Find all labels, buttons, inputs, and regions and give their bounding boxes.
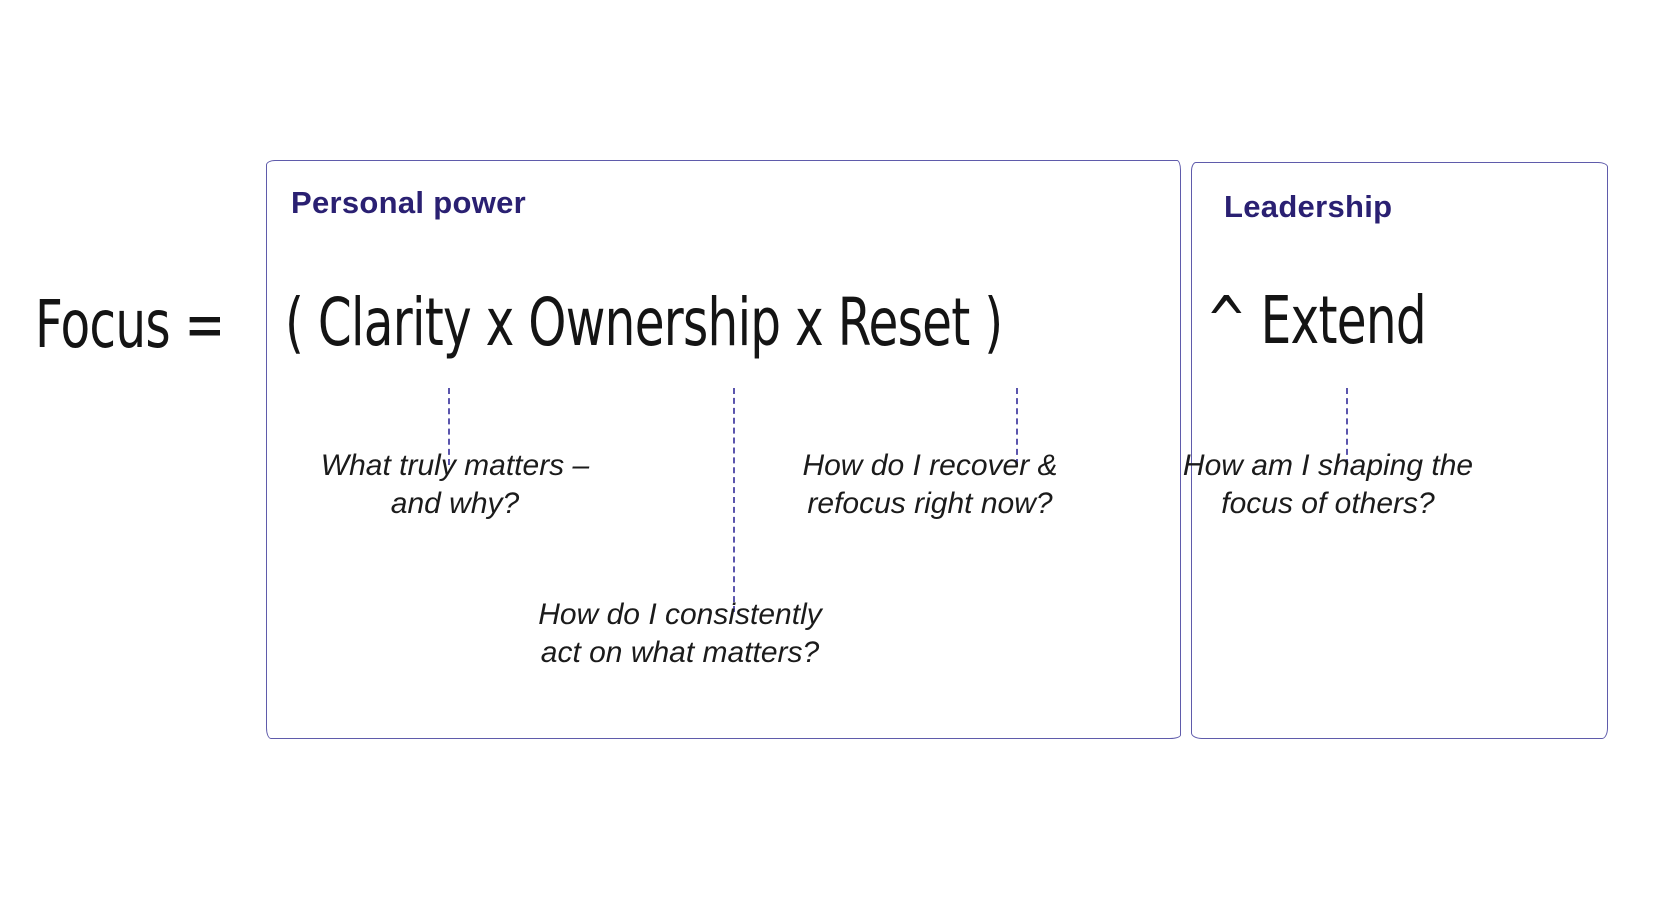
personal-power-box: Personal power bbox=[266, 160, 1181, 739]
clarity-question-line-2: and why? bbox=[390, 487, 520, 520]
formula-personal-power-terms: ( Clarity x Ownership x Reset ) bbox=[285, 284, 1003, 361]
extend-connector-line bbox=[1346, 388, 1348, 465]
clarity-connector-line bbox=[448, 388, 450, 465]
ownership-question-line-2: act on what matters? bbox=[540, 636, 820, 669]
extend-question-line-2: focus of others? bbox=[1221, 487, 1435, 520]
reset-question-line-1: How do I recover & bbox=[802, 449, 1058, 482]
ownership-connector-line bbox=[733, 388, 735, 612]
clarity-question: What truly matters – and why? bbox=[255, 447, 655, 523]
clarity-question-line-1: What truly matters – bbox=[320, 449, 590, 482]
extend-question: How am I shaping the focus of others? bbox=[1118, 447, 1538, 523]
extend-question-line-1: How am I shaping the bbox=[1182, 449, 1474, 482]
ownership-question: How do I consistently act on what matter… bbox=[455, 596, 905, 672]
leadership-label: Leadership bbox=[1224, 189, 1393, 224]
ownership-question-line-1: How do I consistently bbox=[538, 598, 822, 631]
leadership-box: Leadership bbox=[1191, 162, 1608, 739]
personal-power-label: Personal power bbox=[291, 185, 527, 220]
reset-question: How do I recover & refocus right now? bbox=[730, 447, 1130, 523]
formula-focus-equals: Focus = bbox=[35, 286, 225, 363]
formula-leadership-term: ^ Extend bbox=[1206, 282, 1427, 359]
reset-question-line-2: refocus right now? bbox=[807, 487, 1053, 520]
reset-connector-line bbox=[1016, 388, 1018, 465]
